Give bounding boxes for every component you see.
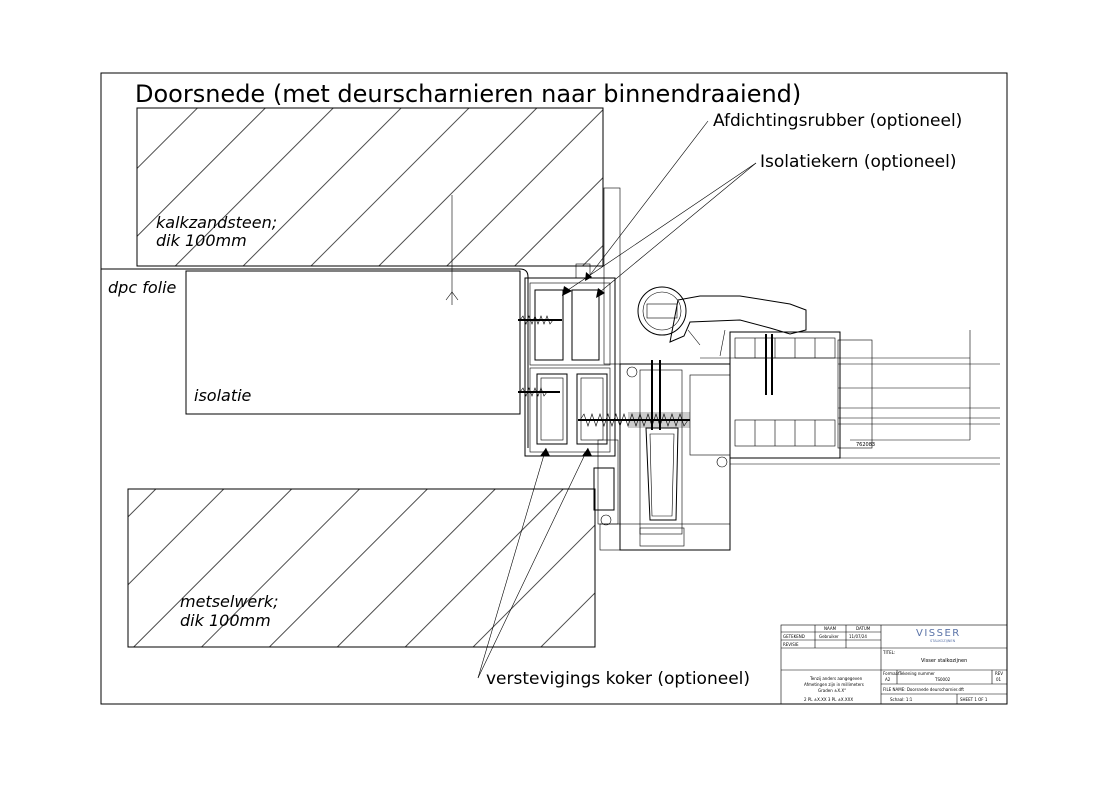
tb-schaal: Schaal: 1:1 [890,697,913,702]
tb-getekend-datum: 11/07/24 [849,634,867,639]
kalkzandsteen-thickness: dik 100mm [156,231,247,250]
tb-note-line2: Afmetingen zijn in millimeters [804,682,864,687]
frame-profile [524,187,621,525]
hinge-handle [637,286,807,357]
callout-verstevigings-koker: verstevigings koker (optioneel) [486,669,750,689]
tb-tekening-label: Tekening nummer [898,671,935,676]
isolatie-label: isolatie [194,386,252,405]
drawing-title: Doorsnede (met deurscharnieren naar binn… [135,80,801,108]
tb-logo: VISSER [916,628,961,639]
tb-note-line4: 2 PL ±X.XX 3 PL ±X.XXX [804,697,853,702]
tb-tekening-value: TS0002 [934,677,951,682]
kalkzandsteen-label: kalkzandsteen; [156,213,277,232]
tb-header-datum: DATUM [856,626,871,631]
screw-main [578,412,690,428]
title-block [780,624,1008,705]
tb-getekend-naam: Gebruiker [819,634,839,639]
tb-revisie-label: REVISIE [783,642,799,647]
tb-formaat-label: Formaat [883,671,900,676]
metselwerk-label: metselwerk; [180,592,279,611]
door-sash-profile [599,360,731,551]
isolatie-layer [185,270,521,415]
kalkzandsteen-wall [136,107,604,305]
screw-lower [518,387,560,397]
callout-isolatiekern: Isolatiekern (optioneel) [760,152,957,172]
screw-upper [518,315,562,325]
tb-file-name: FILE NAME: Doorsnede deurscharnier.dft [883,687,964,692]
tb-getekend-label: GETEKEND [783,634,805,639]
tb-formaat-value: A2 [885,677,891,682]
tb-rev-value: 01 [996,677,1002,682]
drawing-frame [100,72,1008,705]
tb-rev-label: REV [995,671,1003,676]
tb-titel-value: Visser stalkozijnen [921,658,967,664]
callout-afdichtingsrubber: Afdichtingsrubber (optioneel) [713,111,962,131]
profile-code: 762083 [856,442,875,448]
tb-logo-sub: STALKOZIJNEN [930,639,956,643]
tb-header-naam: NAAM [824,626,837,631]
metselwerk-thickness: dik 100mm [180,611,271,630]
tb-sheet: SHEET 1 OF 1 [960,697,988,702]
tb-titel-label: TITEL: [882,650,895,655]
leader-lines [477,120,757,679]
glazing-panel [700,330,1000,465]
metselwerk-wall [127,488,596,648]
tb-note-line3: Graden ±X.X° [818,688,846,693]
tb-note-line1: Tenzij anders aangegeven [809,676,863,681]
dpc-folie-label: dpc folie [108,278,177,297]
